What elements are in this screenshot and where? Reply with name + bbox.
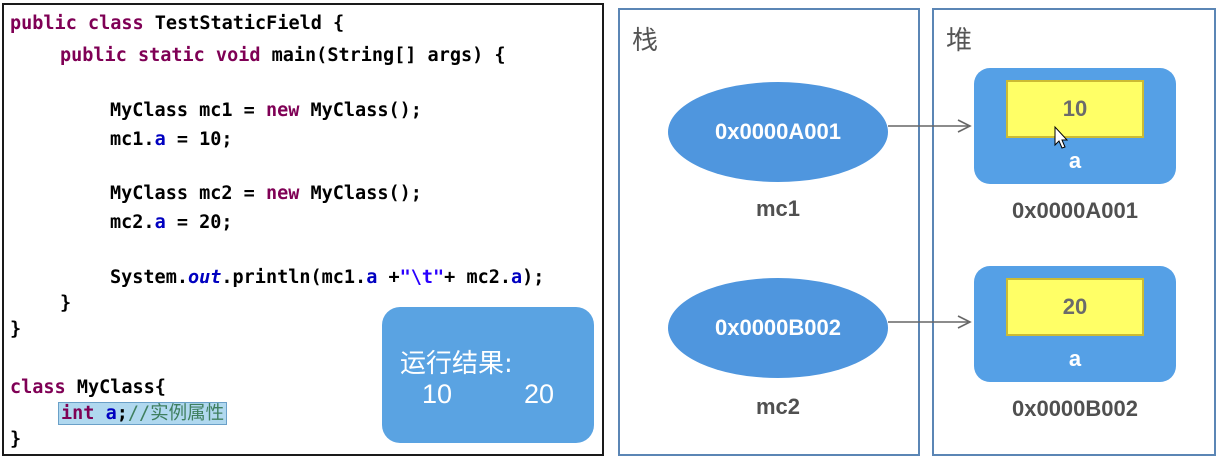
code-text: TestStaticField { <box>154 13 345 34</box>
field-name: a <box>1068 148 1082 173</box>
keyword: new <box>265 183 311 204</box>
field-name: a <box>1068 346 1082 371</box>
stack-var-name: mc1 <box>755 196 801 221</box>
code-text: System. <box>110 267 188 288</box>
string-literal: "\t" <box>399 267 445 288</box>
stack-title: 栈 <box>632 26 659 56</box>
code-text: ); <box>522 267 545 288</box>
keyword: public static void <box>60 45 272 66</box>
result-title: 运行结果: <box>400 349 513 379</box>
stack-panel: 栈 0x0000A001 mc1 0x0000B002 mc2 <box>618 8 920 456</box>
code-text: + <box>377 267 400 288</box>
code-text: + mc2. <box>444 267 511 288</box>
static-field-ref: out <box>187 267 222 288</box>
reference-address: 0x0000A001 <box>714 119 841 144</box>
code-text: MyClass{ <box>76 377 166 398</box>
keyword: int <box>61 403 106 424</box>
code-text: MyClass(); <box>310 183 422 204</box>
code-text: MyClass mc1 = <box>110 100 266 121</box>
code-line: MyClass mc1 = new MyClass(); <box>110 100 422 122</box>
heap-object: 20 a <box>974 266 1176 382</box>
heap-object-address: 0x0000B002 <box>1011 396 1138 421</box>
heap-title: 堆 <box>946 26 973 56</box>
stack-var-name: mc2 <box>755 394 801 419</box>
field-value-box: 20 <box>1006 278 1144 336</box>
code-text: } <box>10 319 22 340</box>
code-text: MyClass(); <box>310 100 422 121</box>
keyword: new <box>265 100 311 121</box>
field-value: 10 <box>1062 96 1088 121</box>
field-ref: a <box>154 129 166 150</box>
code-line: } <box>10 429 21 451</box>
code-text: MyClass mc2 = <box>110 183 266 204</box>
code-line: int a;//实例属性 <box>58 402 228 425</box>
code-text: mc2. <box>110 212 155 233</box>
highlighted-selection: int a;//实例属性 <box>58 402 228 425</box>
reference-address: 0x0000B002 <box>714 315 841 340</box>
code-text: = 10; <box>165 129 233 150</box>
code-line: mc2.a = 20; <box>110 212 233 234</box>
code-text: ; <box>116 403 128 424</box>
stack-var-reference: 0x0000B002 <box>668 278 888 378</box>
comment: //实例属性 <box>127 403 225 424</box>
keyword: public class <box>10 13 155 34</box>
code-text: = 20; <box>165 212 233 233</box>
result-value-2: 20 <box>524 379 555 409</box>
code-text: .println(mc1. <box>221 267 367 288</box>
heap-panel: 堆 10 a 0x0000A001 20 a 0x0000B002 <box>932 8 1216 456</box>
heap-object-address: 0x0000A001 <box>1011 198 1138 223</box>
code-line: mc1.a = 10; <box>110 129 233 151</box>
code-editor-panel: public class TestStaticField { public st… <box>2 3 604 456</box>
code-text: } <box>60 293 72 314</box>
field-value: 20 <box>1062 294 1088 319</box>
result-callout: 运行结果: 10 20 <box>382 307 594 443</box>
code-text: mc1. <box>110 129 155 150</box>
field-ref: a <box>366 267 378 288</box>
field-ref: a <box>154 212 166 233</box>
code-line: MyClass mc2 = new MyClass(); <box>110 183 422 205</box>
code-text: main(String[] args) { <box>271 45 506 66</box>
field-value-box: 10 <box>1006 80 1144 138</box>
code-line: System.out.println(mc1.a +"\t"+ mc2.a); <box>110 267 544 289</box>
keyword: class <box>10 377 77 398</box>
code-line: } <box>60 293 71 315</box>
result-value-1: 10 <box>422 379 453 409</box>
stack-var-reference: 0x0000A001 <box>668 82 888 182</box>
code-line: public class TestStaticField { <box>10 13 344 35</box>
code-line: } <box>10 319 21 341</box>
code-text: } <box>10 429 22 450</box>
field-ref: a <box>511 267 523 288</box>
field-ref: a <box>105 403 117 424</box>
code-line: class MyClass{ <box>10 377 166 399</box>
heap-object: 10 a <box>974 68 1176 184</box>
code-line: public static void main(String[] args) { <box>60 45 506 67</box>
